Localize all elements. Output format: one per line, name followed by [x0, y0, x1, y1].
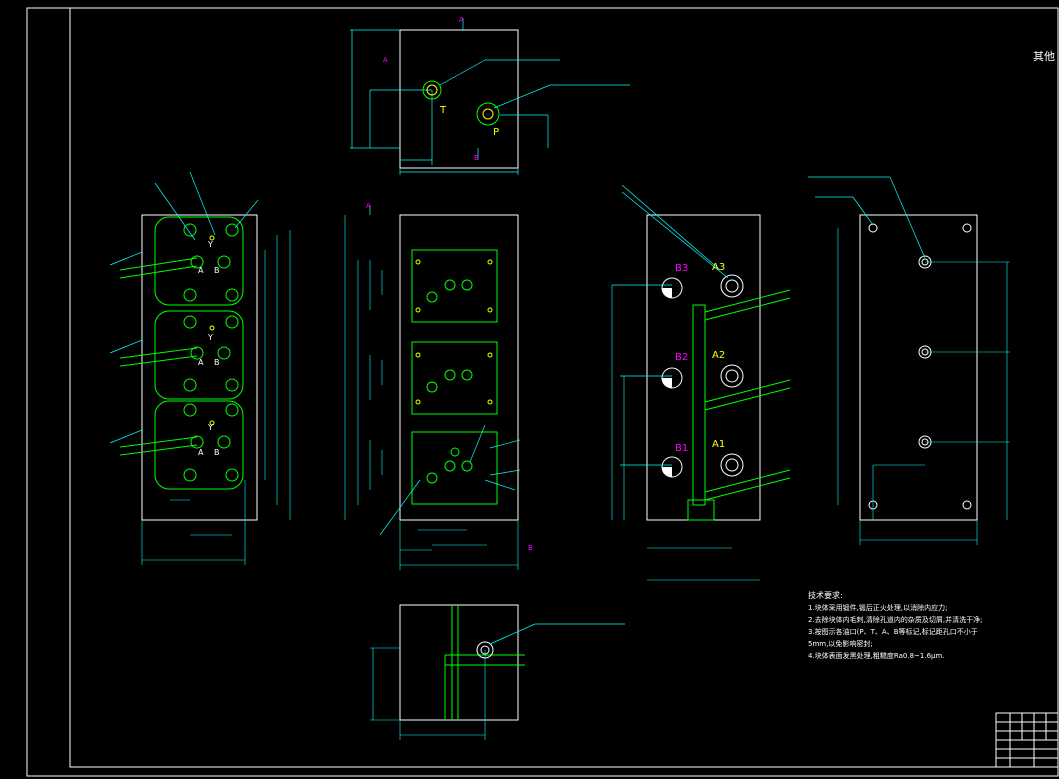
- port-A3: A3: [712, 262, 725, 273]
- port-A2: A2: [712, 350, 725, 361]
- notes-heading: 技术要求:: [808, 590, 843, 600]
- inner-frame: [69, 7, 1059, 768]
- right-view: [808, 176, 1010, 545]
- bottom-view: [370, 604, 625, 740]
- left-B1: B: [214, 266, 220, 275]
- left-A2: A: [198, 358, 204, 367]
- left-Y3: Y: [207, 423, 213, 432]
- note-line: 1.块体采用锻件,锻后正火处理,以消除内应力;: [808, 603, 948, 612]
- left-Y1: Y: [207, 240, 213, 249]
- left-A1: A: [198, 266, 204, 275]
- port-view: A3 A2 A1 B3 B2 B1: [611, 184, 791, 581]
- port-P-label: P: [493, 127, 499, 138]
- outer-frame: [26, 7, 1059, 777]
- port-B1: B1: [675, 443, 688, 454]
- svg-text:A: A: [383, 56, 388, 64]
- left-section-1: [154, 216, 244, 306]
- technical-notes: 技术要求: 1.块体采用锻件,锻后正火处理,以消除内应力; 2.去除块体内毛刺,…: [808, 590, 983, 660]
- note-line: 2.去除块体内毛刺,清除孔道内的杂质及切屑,并清洗干净;: [808, 615, 983, 624]
- port-B2: B2: [675, 352, 688, 363]
- port-T-label: T: [439, 105, 447, 116]
- note-line: 4.块体表面发黑处理,粗糙度Ra0.8~1.6μm.: [808, 651, 945, 660]
- port-B3: B3: [675, 263, 688, 274]
- note-line: 5mm,以免影响密封;: [808, 639, 873, 648]
- left-A3: A: [198, 448, 204, 457]
- sheet-title: 其他: [1033, 50, 1055, 63]
- svg-text:A: A: [459, 16, 464, 24]
- left-B3: B: [214, 448, 220, 457]
- center-view: A B: [344, 202, 533, 570]
- left-Y2: Y: [207, 333, 213, 342]
- note-line: 3.按图示各油口(P、T、A、B等标记,标记距孔口不小于: [808, 627, 978, 636]
- left-section-2: [154, 310, 244, 400]
- left-view: A B Y A B Y A B Y: [109, 171, 291, 565]
- top-view: T P A A B: [350, 16, 630, 175]
- port-A1: A1: [712, 439, 725, 450]
- left-B2: B: [214, 358, 220, 367]
- svg-text:B: B: [528, 544, 533, 552]
- left-section-3: [154, 400, 244, 490]
- svg-text:A: A: [366, 202, 371, 210]
- svg-text:B: B: [474, 154, 479, 162]
- title-block: [995, 712, 1059, 768]
